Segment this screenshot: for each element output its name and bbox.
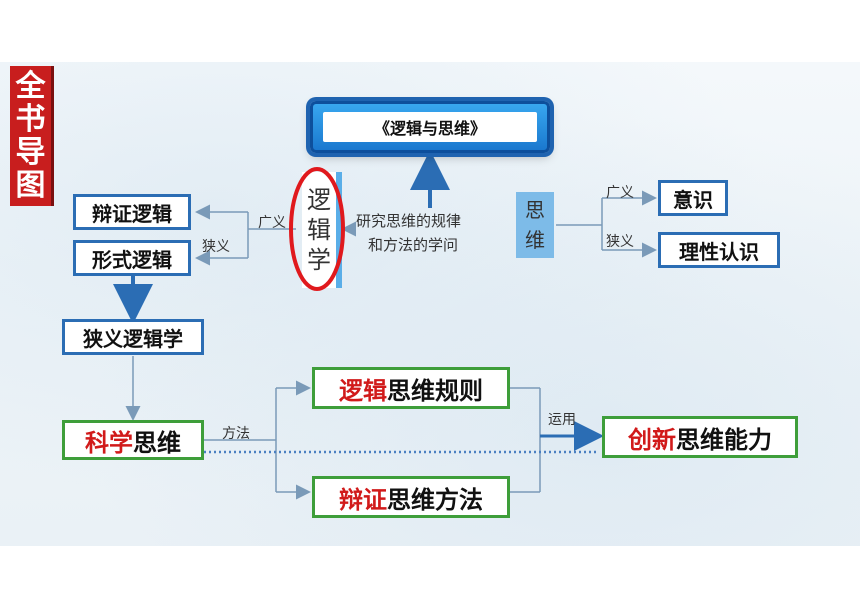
node-logic-rules: 逻辑思维规则	[312, 367, 510, 409]
tag-char: 全	[15, 68, 46, 104]
tag-char: 导	[15, 134, 46, 170]
label-method: 方法	[222, 426, 250, 442]
label-narrow-left: 狭义	[202, 239, 230, 255]
methods-red: 辩证	[339, 485, 387, 514]
logic-char: 辑	[307, 216, 331, 244]
node-narrow-logic: 狭义逻辑学	[62, 319, 204, 355]
node-dialectical-logic: 辩证逻辑	[73, 194, 191, 230]
title-box: 《逻辑与思维》	[310, 101, 550, 153]
section-tag: 全 书 导 图	[10, 66, 54, 206]
node-innovation: 创新思维能力	[602, 416, 798, 458]
node-rational-cognition: 理性认识	[658, 232, 780, 268]
label-broad-left: 广义	[258, 215, 286, 231]
rules-red: 逻辑	[339, 376, 387, 405]
logic-char: 逻	[307, 186, 331, 214]
highlight-ellipse	[289, 167, 345, 291]
label-narrow-right: 狭义	[606, 234, 634, 250]
scientific-black: 思维	[133, 428, 181, 457]
tag-char: 图	[15, 167, 46, 203]
tag-char: 书	[15, 101, 46, 137]
methods-black: 思维方法	[387, 485, 483, 514]
logic-definition-line2: 和方法的学问	[368, 236, 459, 254]
thinking-box: 思 维	[516, 192, 554, 258]
node-scientific-thinking: 科学思维	[62, 420, 204, 460]
logic-definition-line1: 研究思维的规律	[356, 212, 462, 230]
innovation-red: 创新	[628, 425, 676, 454]
node-dialectic-methods: 辩证思维方法	[312, 476, 510, 518]
node-consciousness: 意识	[658, 180, 728, 216]
book-title: 《逻辑与思维》	[323, 112, 537, 142]
logic-char: 学	[307, 246, 331, 274]
scientific-red: 科学	[85, 428, 133, 457]
thinking-char: 维	[525, 228, 545, 252]
innovation-black: 思维能力	[676, 425, 772, 454]
label-broad-right: 广义	[606, 185, 634, 201]
node-formal-logic: 形式逻辑	[73, 240, 191, 276]
label-apply: 运用	[548, 412, 576, 428]
thinking-char: 思	[525, 198, 545, 222]
rules-black: 思维规则	[387, 376, 483, 405]
